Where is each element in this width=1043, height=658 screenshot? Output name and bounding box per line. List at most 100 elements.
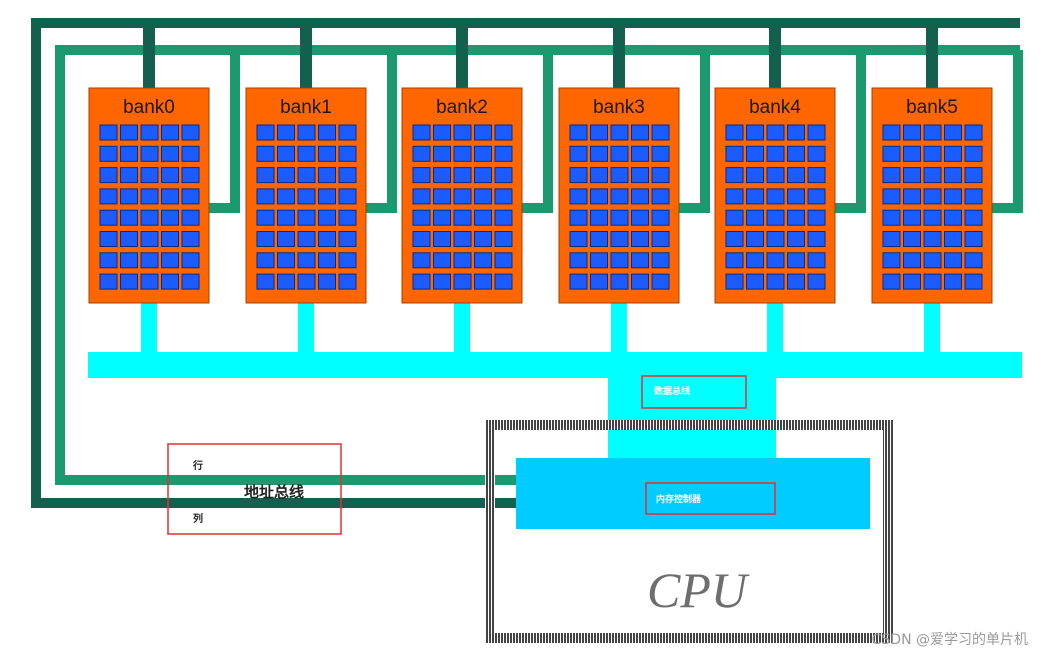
memory-cell: [181, 145, 200, 162]
memory-cell: [318, 209, 336, 226]
address-bus-annotation: 行 地址总线 列: [167, 443, 342, 535]
memory-cell: [903, 252, 921, 269]
memory-cell: [590, 252, 608, 269]
memory-cell: [944, 188, 962, 205]
memory-cell: [569, 209, 588, 226]
memory-cell: [903, 273, 921, 290]
bank: bank1: [245, 87, 367, 304]
memory-cell: [807, 252, 826, 269]
memory-cell: [651, 231, 670, 247]
memory-cell: [161, 167, 179, 184]
memory-cell: [161, 273, 179, 290]
memory-cell: [944, 124, 962, 141]
memory-cell: [161, 231, 179, 247]
memory-cell: [474, 124, 492, 141]
memory-cell: [120, 231, 138, 247]
column-bus-drop: [613, 23, 625, 89]
memory-cell: [725, 231, 744, 247]
memory-cell: [453, 252, 472, 269]
bank-label: bank2: [436, 97, 488, 118]
memory-cell: [569, 145, 588, 162]
memory-cell: [318, 124, 336, 141]
bank: bank5: [871, 87, 993, 304]
memory-cell: [494, 231, 513, 247]
memory-cell: [787, 209, 805, 226]
memory-cell: [746, 252, 764, 269]
memory-cell: [474, 145, 492, 162]
memory-cell: [903, 145, 921, 162]
memory-cell: [590, 188, 608, 205]
memory-cell: [277, 124, 295, 141]
memory-cell: [807, 273, 826, 290]
memory-cell: [651, 167, 670, 184]
memory-cell: [882, 252, 901, 269]
memory-cell: [297, 145, 316, 162]
memory-cell: [412, 252, 431, 269]
memory-cell: [453, 188, 472, 205]
memory-cell: [882, 231, 901, 247]
memory-cell: [120, 273, 138, 290]
memory-cell: [964, 209, 983, 226]
column-address-bus-line: [31, 18, 1020, 508]
memory-cell: [807, 188, 826, 205]
memory-cell: [318, 188, 336, 205]
memory-cell: [277, 273, 295, 290]
memory-cell: [651, 188, 670, 205]
memory-cell: [903, 167, 921, 184]
memory-cell: [964, 273, 983, 290]
memory-cell: [766, 252, 785, 269]
bank: bank3: [558, 87, 680, 304]
memory-cell: [474, 167, 492, 184]
memory-cell: [433, 167, 451, 184]
memory-cell: [569, 231, 588, 247]
memory-cell: [766, 273, 785, 290]
memory-cell: [453, 209, 472, 226]
data-bus-annotation-box: [641, 375, 747, 409]
memory-cell: [453, 145, 472, 162]
column-label: 列: [193, 512, 203, 525]
memory-cell: [494, 167, 513, 184]
memory-cell: [433, 252, 451, 269]
memory-cell: [474, 188, 492, 205]
address-bus-lines: [31, 18, 1023, 508]
memory-cell: [256, 252, 275, 269]
memory-cell: [964, 167, 983, 184]
memory-cell: [903, 188, 921, 205]
memory-cell: [631, 145, 649, 162]
memory-cell: [181, 273, 200, 290]
memory-cell: [338, 231, 357, 247]
memory-cell: [725, 273, 744, 290]
memory-cell: [318, 167, 336, 184]
memory-cell: [923, 167, 942, 184]
memory-cell: [412, 209, 431, 226]
memory-cell: [569, 124, 588, 141]
memory-cell: [766, 188, 785, 205]
row-address-bus-line: [55, 45, 1020, 485]
column-bus-drop: [300, 23, 312, 89]
memory-cell: [161, 188, 179, 205]
memory-cell: [277, 145, 295, 162]
memory-cell: [631, 167, 649, 184]
memory-cell: [725, 252, 744, 269]
bank-label: bank3: [593, 97, 645, 118]
memory-cell: [746, 231, 764, 247]
memory-cell: [807, 231, 826, 247]
memory-cell: [807, 124, 826, 141]
memory-cell: [964, 188, 983, 205]
memory-cell: [412, 231, 431, 247]
memory-cell: [453, 231, 472, 247]
data-bus-drop: [298, 303, 314, 352]
memory-cell: [944, 231, 962, 247]
memory-cell: [181, 167, 200, 184]
memory-cell: [882, 209, 901, 226]
memory-cell: [318, 231, 336, 247]
memory-cell: [746, 124, 764, 141]
memory-cell: [318, 252, 336, 269]
memory-cell: [651, 124, 670, 141]
bank-label: bank0: [123, 97, 175, 118]
memory-cell: [433, 188, 451, 205]
memory-cell: [338, 124, 357, 141]
memory-cell: [161, 145, 179, 162]
memory-cell: [453, 167, 472, 184]
